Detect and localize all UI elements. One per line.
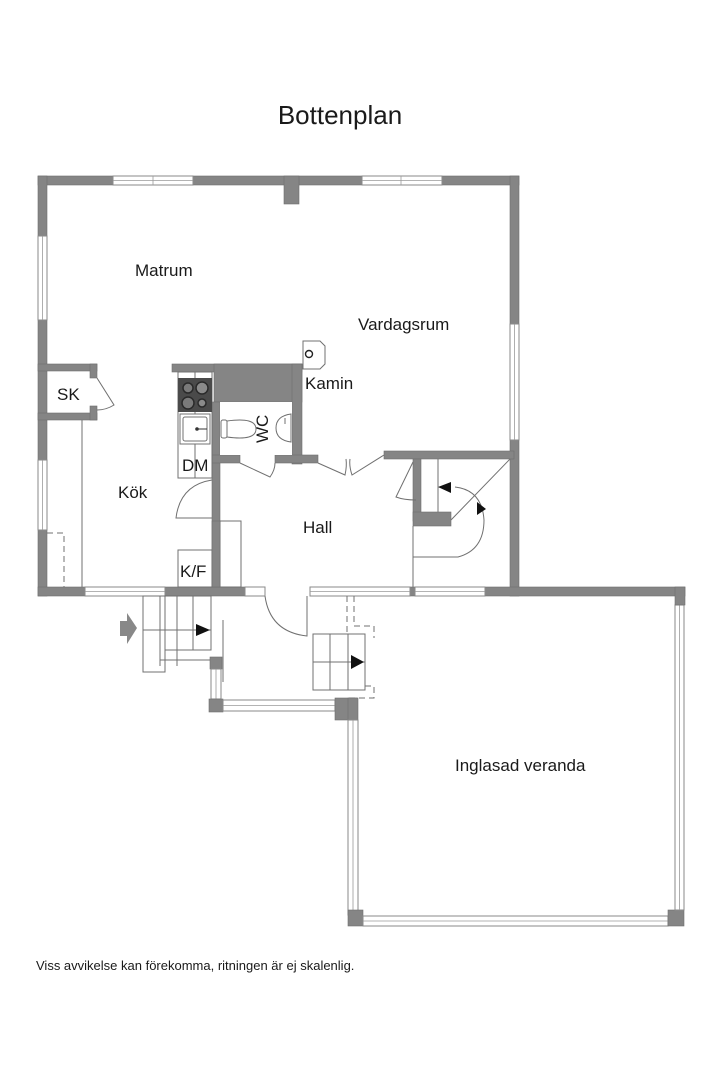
room-label-veranda: Inglasad veranda — [455, 756, 586, 775]
kitchen-block: DM WC — [171, 363, 515, 587]
veranda-stairs — [312, 596, 375, 699]
room-label-vardagsrum: Vardagsrum — [358, 315, 449, 334]
room-label-wc: WC — [253, 415, 272, 443]
stair-direction-icon — [438, 482, 451, 493]
entrance-arrow-icon — [120, 613, 137, 644]
room-label-kok: Kök — [118, 483, 148, 502]
veranda-walls — [347, 586, 686, 927]
room-label-hall: Hall — [303, 518, 332, 537]
room-label-matrum: Matrum — [135, 261, 193, 280]
outer-walls — [37, 175, 686, 597]
room-label-sk: SK — [57, 385, 80, 404]
windows — [37, 175, 520, 597]
room-label-kf: K/F — [180, 562, 206, 581]
room-label-dm: DM — [182, 456, 208, 475]
disclaimer-note: Viss avvikelse kan förekomma, ritningen … — [36, 958, 355, 973]
room-label-kamin: Kamin — [305, 374, 353, 393]
sk-closet: SK — [37, 363, 115, 421]
fireplace-icon — [302, 340, 326, 370]
sink-icon — [179, 413, 211, 445]
stairwell — [395, 458, 511, 587]
washbasin-icon — [275, 413, 292, 443]
entrance-stairs — [120, 595, 224, 682]
toilet-icon — [220, 419, 257, 439]
plan-title: Bottenplan — [278, 100, 402, 130]
